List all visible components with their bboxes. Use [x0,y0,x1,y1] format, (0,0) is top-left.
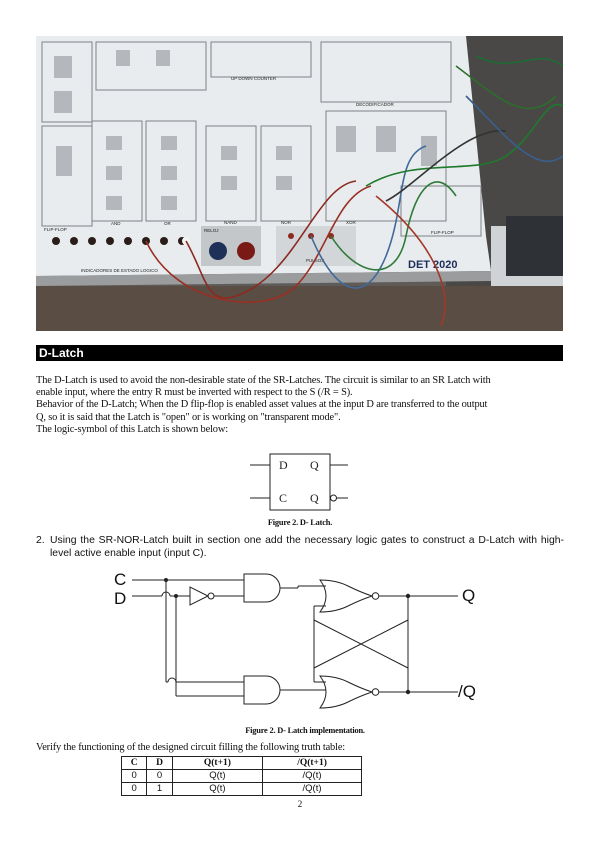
cell: Q(t) [171,782,264,796]
symbol-qbar-label: Q [310,491,319,505]
cell: 0 [146,769,173,783]
panel-label-decodificador: DECODIFICADOR [356,102,395,107]
trainer-board-image: FLIP-FLOP AND OR NAND NOR XOR INDICADORE… [36,36,563,331]
truth-table-header-row: C D Q(t+1) /Q(t+1) [120,756,362,770]
intro-line-4: Q, so it is said that the Latch is "open… [36,411,341,423]
figure-2-caption: Figure 2. D- Latch implementation. [245,726,365,735]
cell: /Q(t) [262,769,362,783]
figure-1-caption: Figure 2. D- Latch. [267,518,333,527]
intro-line-1: The D-Latch is used to avoid the non-des… [36,375,491,386]
header-d: D [146,756,173,770]
brand-label: DET 2020 [408,259,458,271]
panel-label-xor: XOR [346,220,357,225]
verify-instruction: Verify the functioning of the designed c… [36,742,346,753]
d-latch-logic-symbol: D Q C Q [250,453,348,511]
cell: 0 [120,782,148,796]
truth-table: C D Q(t+1) /Q(t+1) 0 0 Q(t) /Q(t) 0 1 Q(… [120,756,362,796]
trainer-board-photo: FLIP-FLOP AND OR NAND NOR XOR INDICADORE… [36,36,563,331]
panel-label-reloj: RELOJ [204,228,219,233]
header-c: C [120,756,148,770]
cell: /Q(t) [262,782,362,796]
intro-line-2: enable input, where the entry R must be … [36,387,353,399]
question-2: 2. Using the SR-NOR-Latch built in secti… [36,534,564,560]
header-q-next: Q(t+1) [171,756,264,770]
panel-label-nor: NOR [281,220,292,225]
section-heading: D-Latch [36,345,563,361]
panel-label-nand: NAND [224,220,238,225]
panel-label-flipflop-2: FLIP-FLOP [431,230,454,235]
panel-label-flipflop: FLIP-FLOP [44,227,67,232]
table-row: 0 1 Q(t) /Q(t) [120,782,362,796]
question-number: 2. [36,535,45,546]
d-latch-circuit-diagram: C D Q /Q [114,570,476,709]
panel-label-counter: UP DOWN COUNTER [231,76,277,81]
intro-paragraph: The D-Latch is used to avoid the non-des… [36,375,566,436]
intro-line-3: Behavior of the D-Latch; When the D flip… [36,399,488,411]
panel-label-or: OR [164,221,172,226]
circuit-d-label: D [114,589,126,608]
question-text: Using the SR-NOR-Latch built in section … [50,535,564,559]
panel-label-and: AND [111,221,121,226]
symbol-q-label: Q [310,458,319,472]
intro-line-5: The logic-symbol of this Latch is shown … [36,423,228,435]
table-row: 0 0 Q(t) /Q(t) [120,769,362,783]
circuit-q-label: Q [462,586,475,605]
cell: 0 [120,769,148,783]
cell: 1 [146,782,173,796]
page-number: 2 [297,799,303,809]
cell: Q(t) [171,769,264,783]
circuit-c-label: C [114,570,126,589]
symbol-c-label: C [279,491,287,505]
symbol-d-label: D [279,458,288,472]
circuit-qbar-label: /Q [458,682,476,701]
panel-label-indicadores: INDICADORES DE ESTADO LOGICO [81,268,158,273]
header-qbar-next: /Q(t+1) [262,756,362,770]
